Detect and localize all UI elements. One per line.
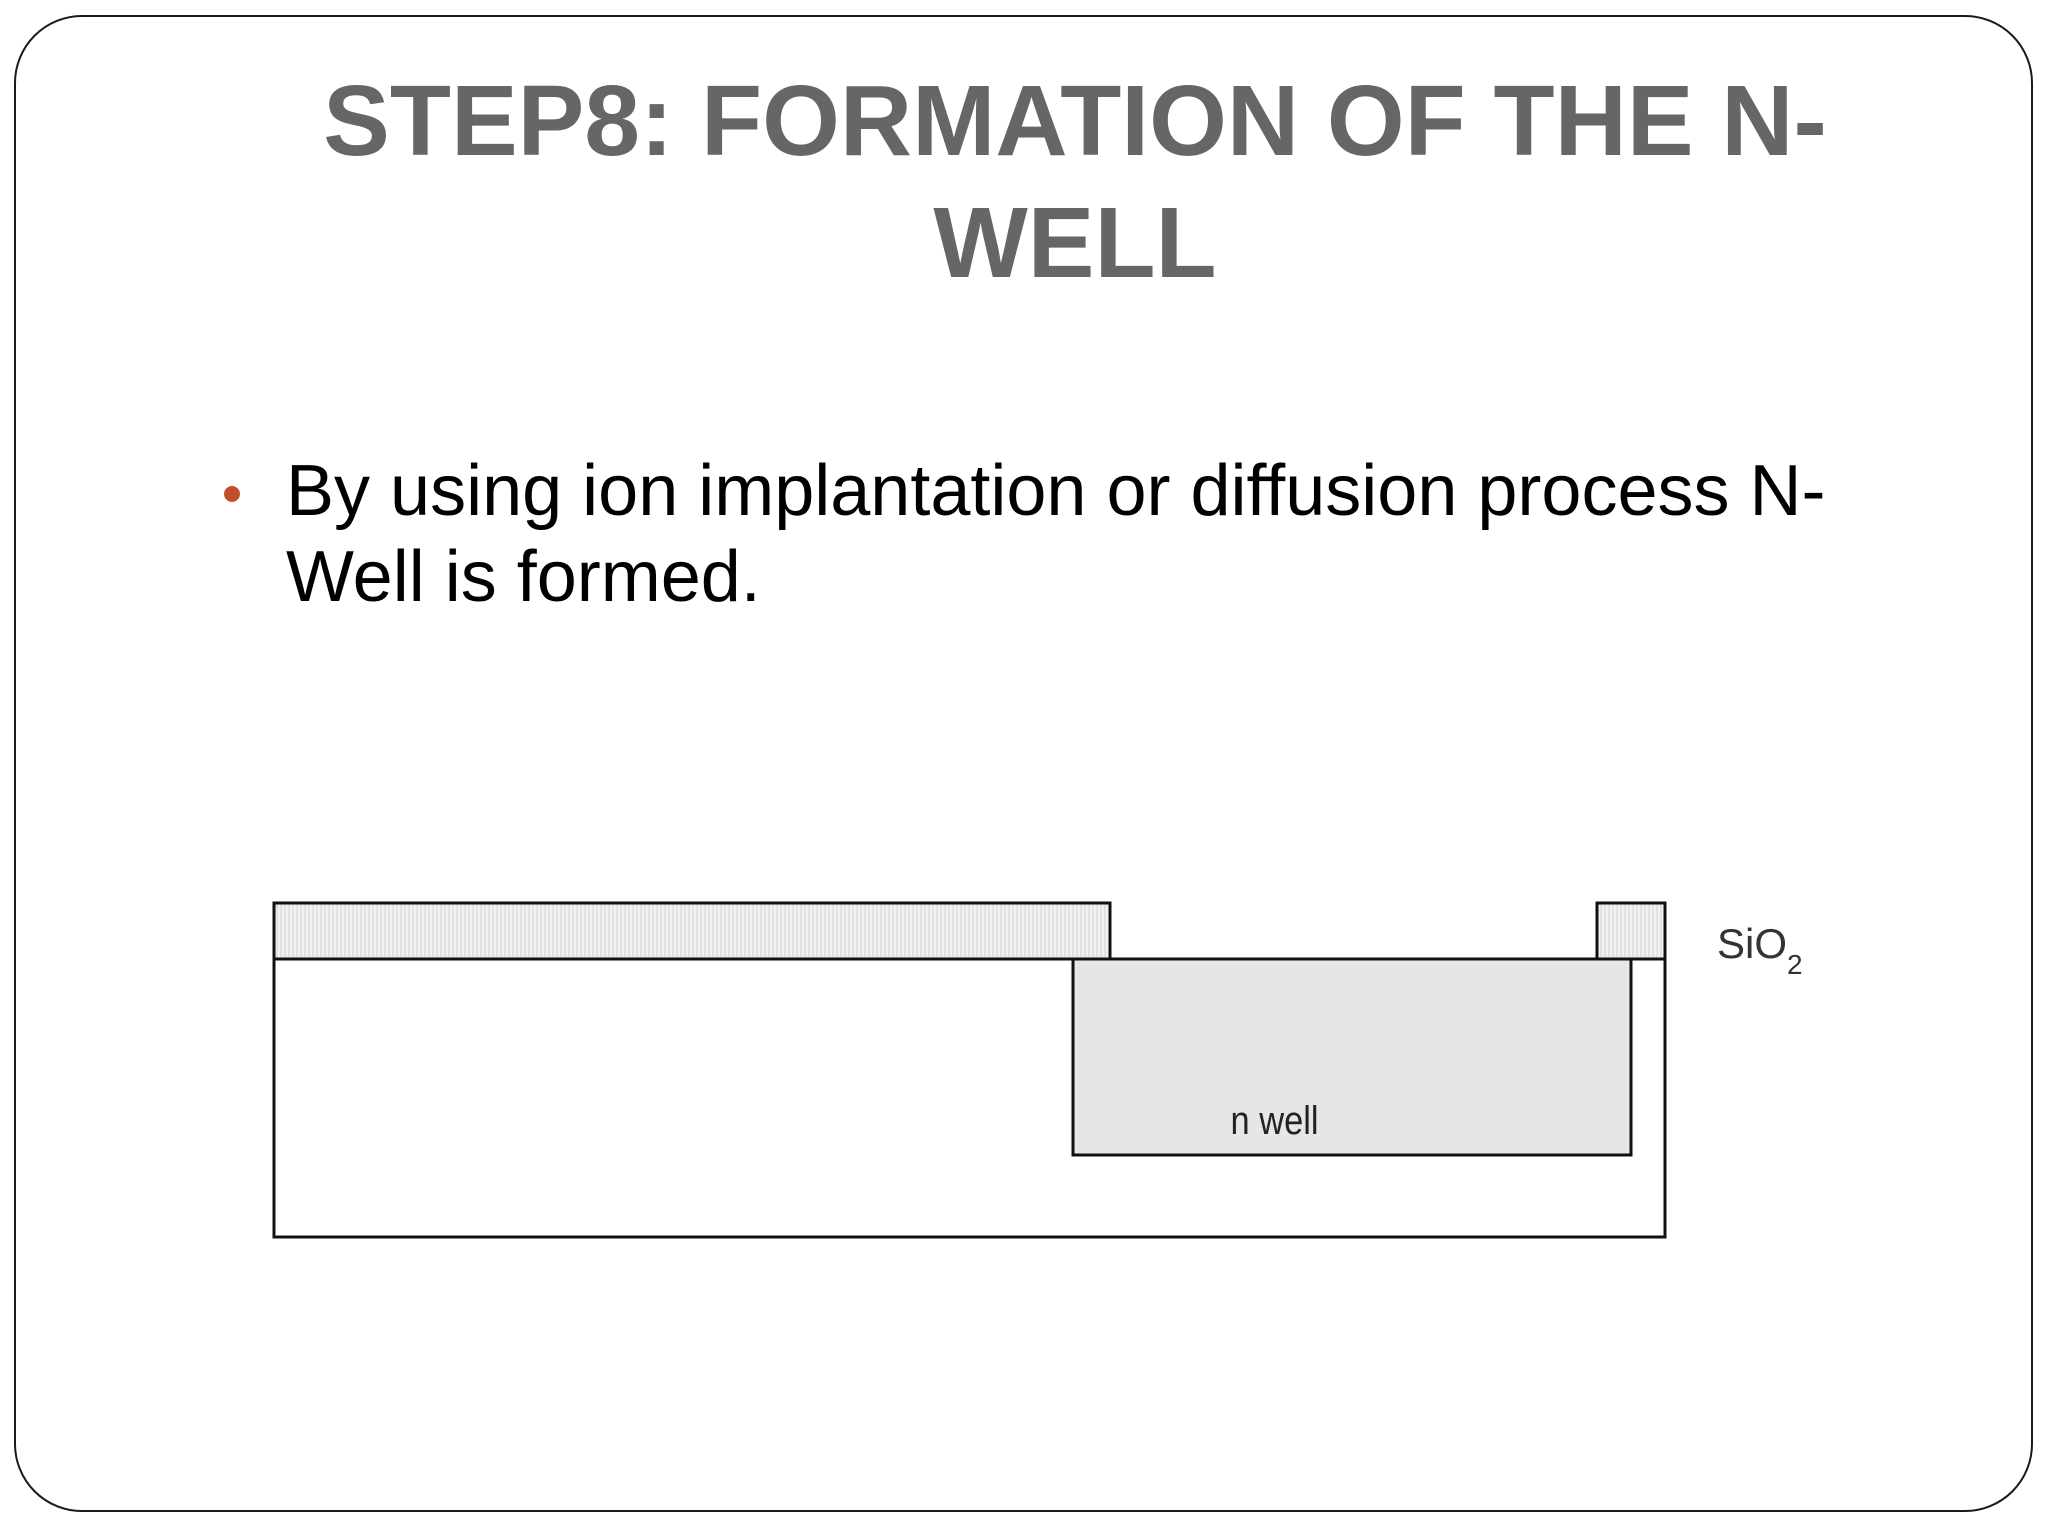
- oxide-label-subscript: 2: [1787, 949, 1803, 980]
- oxide-label: SiO2: [1717, 920, 1803, 980]
- slide-frame: [14, 15, 2033, 1512]
- bullet-item: By using ion implantation or diffusion p…: [210, 448, 1910, 620]
- oxide-layer-left: [272, 901, 1112, 961]
- oxide-layer-right: [1595, 901, 1667, 961]
- oxide-label-main: SiO: [1717, 920, 1787, 967]
- n-well-label: n well: [1231, 1098, 1319, 1143]
- bullet-list: By using ion implantation or diffusion p…: [210, 448, 1910, 620]
- bullet-text: By using ion implantation or diffusion p…: [286, 451, 1826, 617]
- slide-title: STEP8: FORMATION OF THE N-WELL: [323, 65, 1827, 299]
- n-well-region: [1071, 957, 1633, 1157]
- bullet-dot-icon: [224, 486, 240, 502]
